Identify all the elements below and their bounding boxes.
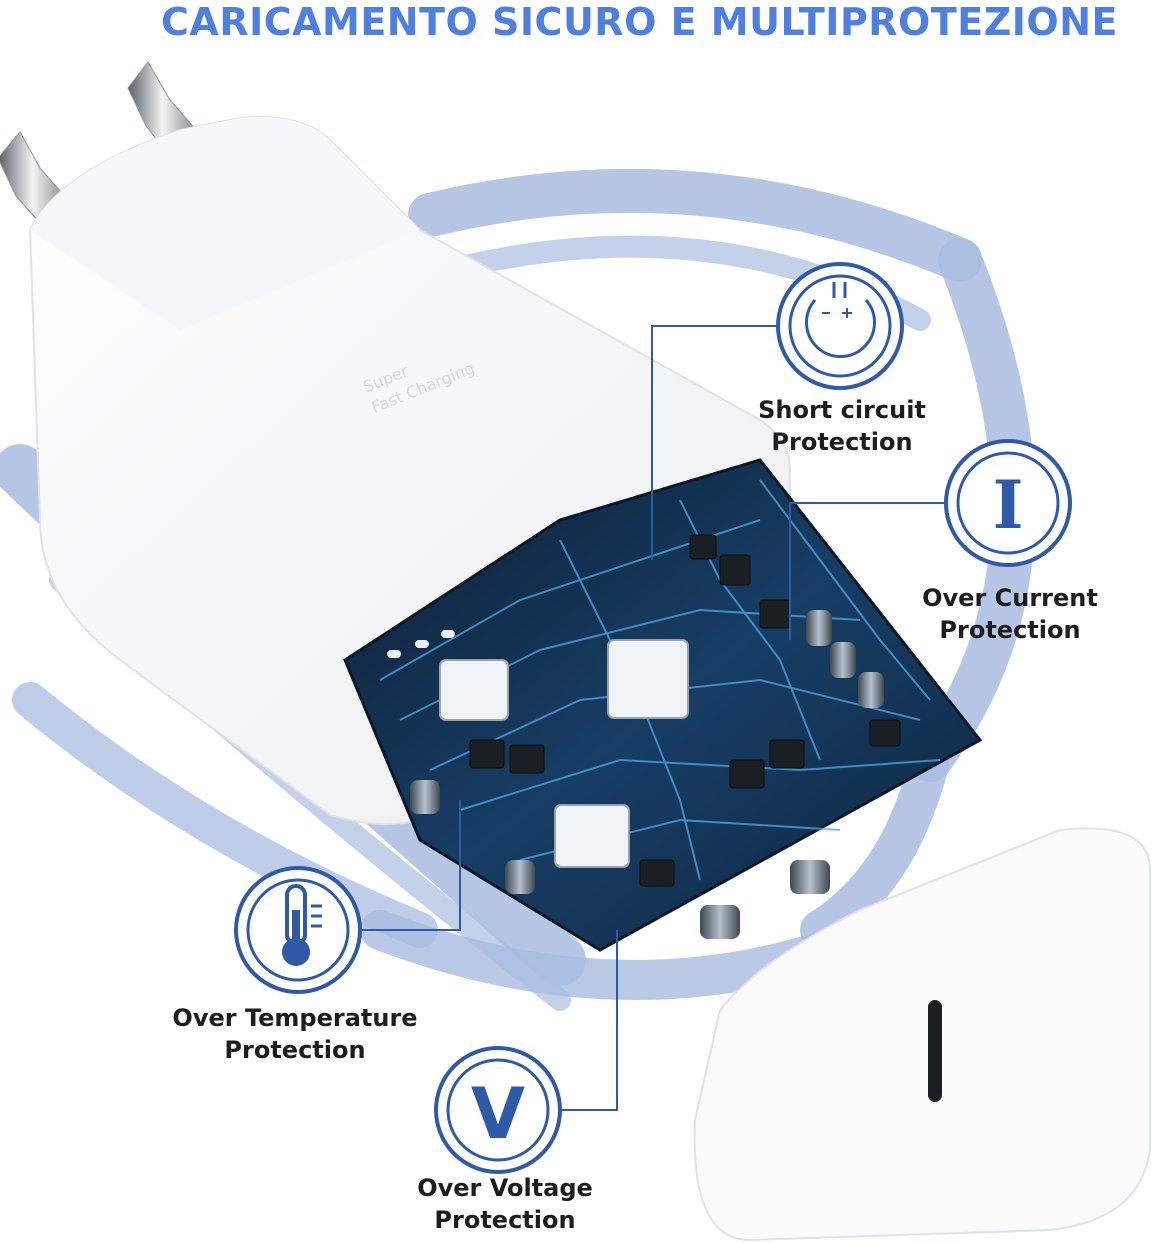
short-circuit-label-line2: Protection xyxy=(771,428,913,456)
over-current-label-line2: Protection xyxy=(939,616,1081,644)
page-title: CARICAMENTO SICURO E MULTIPROTEZIONE xyxy=(161,0,1118,44)
short-circuit-label: Short circuit Protection xyxy=(742,394,942,458)
over-temperature-label-line2: Protection xyxy=(224,1036,366,1064)
current-icon: I xyxy=(944,439,1072,567)
short-circuit-icon xyxy=(776,262,904,390)
over-voltage-label: Over Voltage Protection xyxy=(395,1172,615,1236)
circuit-board xyxy=(343,458,983,952)
over-current-label-line1: Over Current xyxy=(922,584,1098,612)
short-circuit-label-line1: Short circuit xyxy=(758,396,926,424)
usb-c-port-face xyxy=(693,827,1151,1242)
voltage-icon: V xyxy=(434,1046,562,1174)
over-voltage-label-line1: Over Voltage xyxy=(417,1174,593,1202)
callout-lines xyxy=(360,325,946,1111)
voltage-icon-glyph: V xyxy=(471,1073,525,1155)
over-voltage-label-line2: Protection xyxy=(434,1206,576,1234)
usb-c-slot xyxy=(928,1000,942,1102)
over-temperature-label-line1: Over Temperature xyxy=(172,1004,418,1032)
over-temperature-label: Over Temperature Protection xyxy=(160,1002,430,1066)
current-icon-glyph: I xyxy=(993,466,1024,544)
thermometer-icon xyxy=(234,866,362,994)
over-current-label: Over Current Protection xyxy=(900,582,1120,646)
